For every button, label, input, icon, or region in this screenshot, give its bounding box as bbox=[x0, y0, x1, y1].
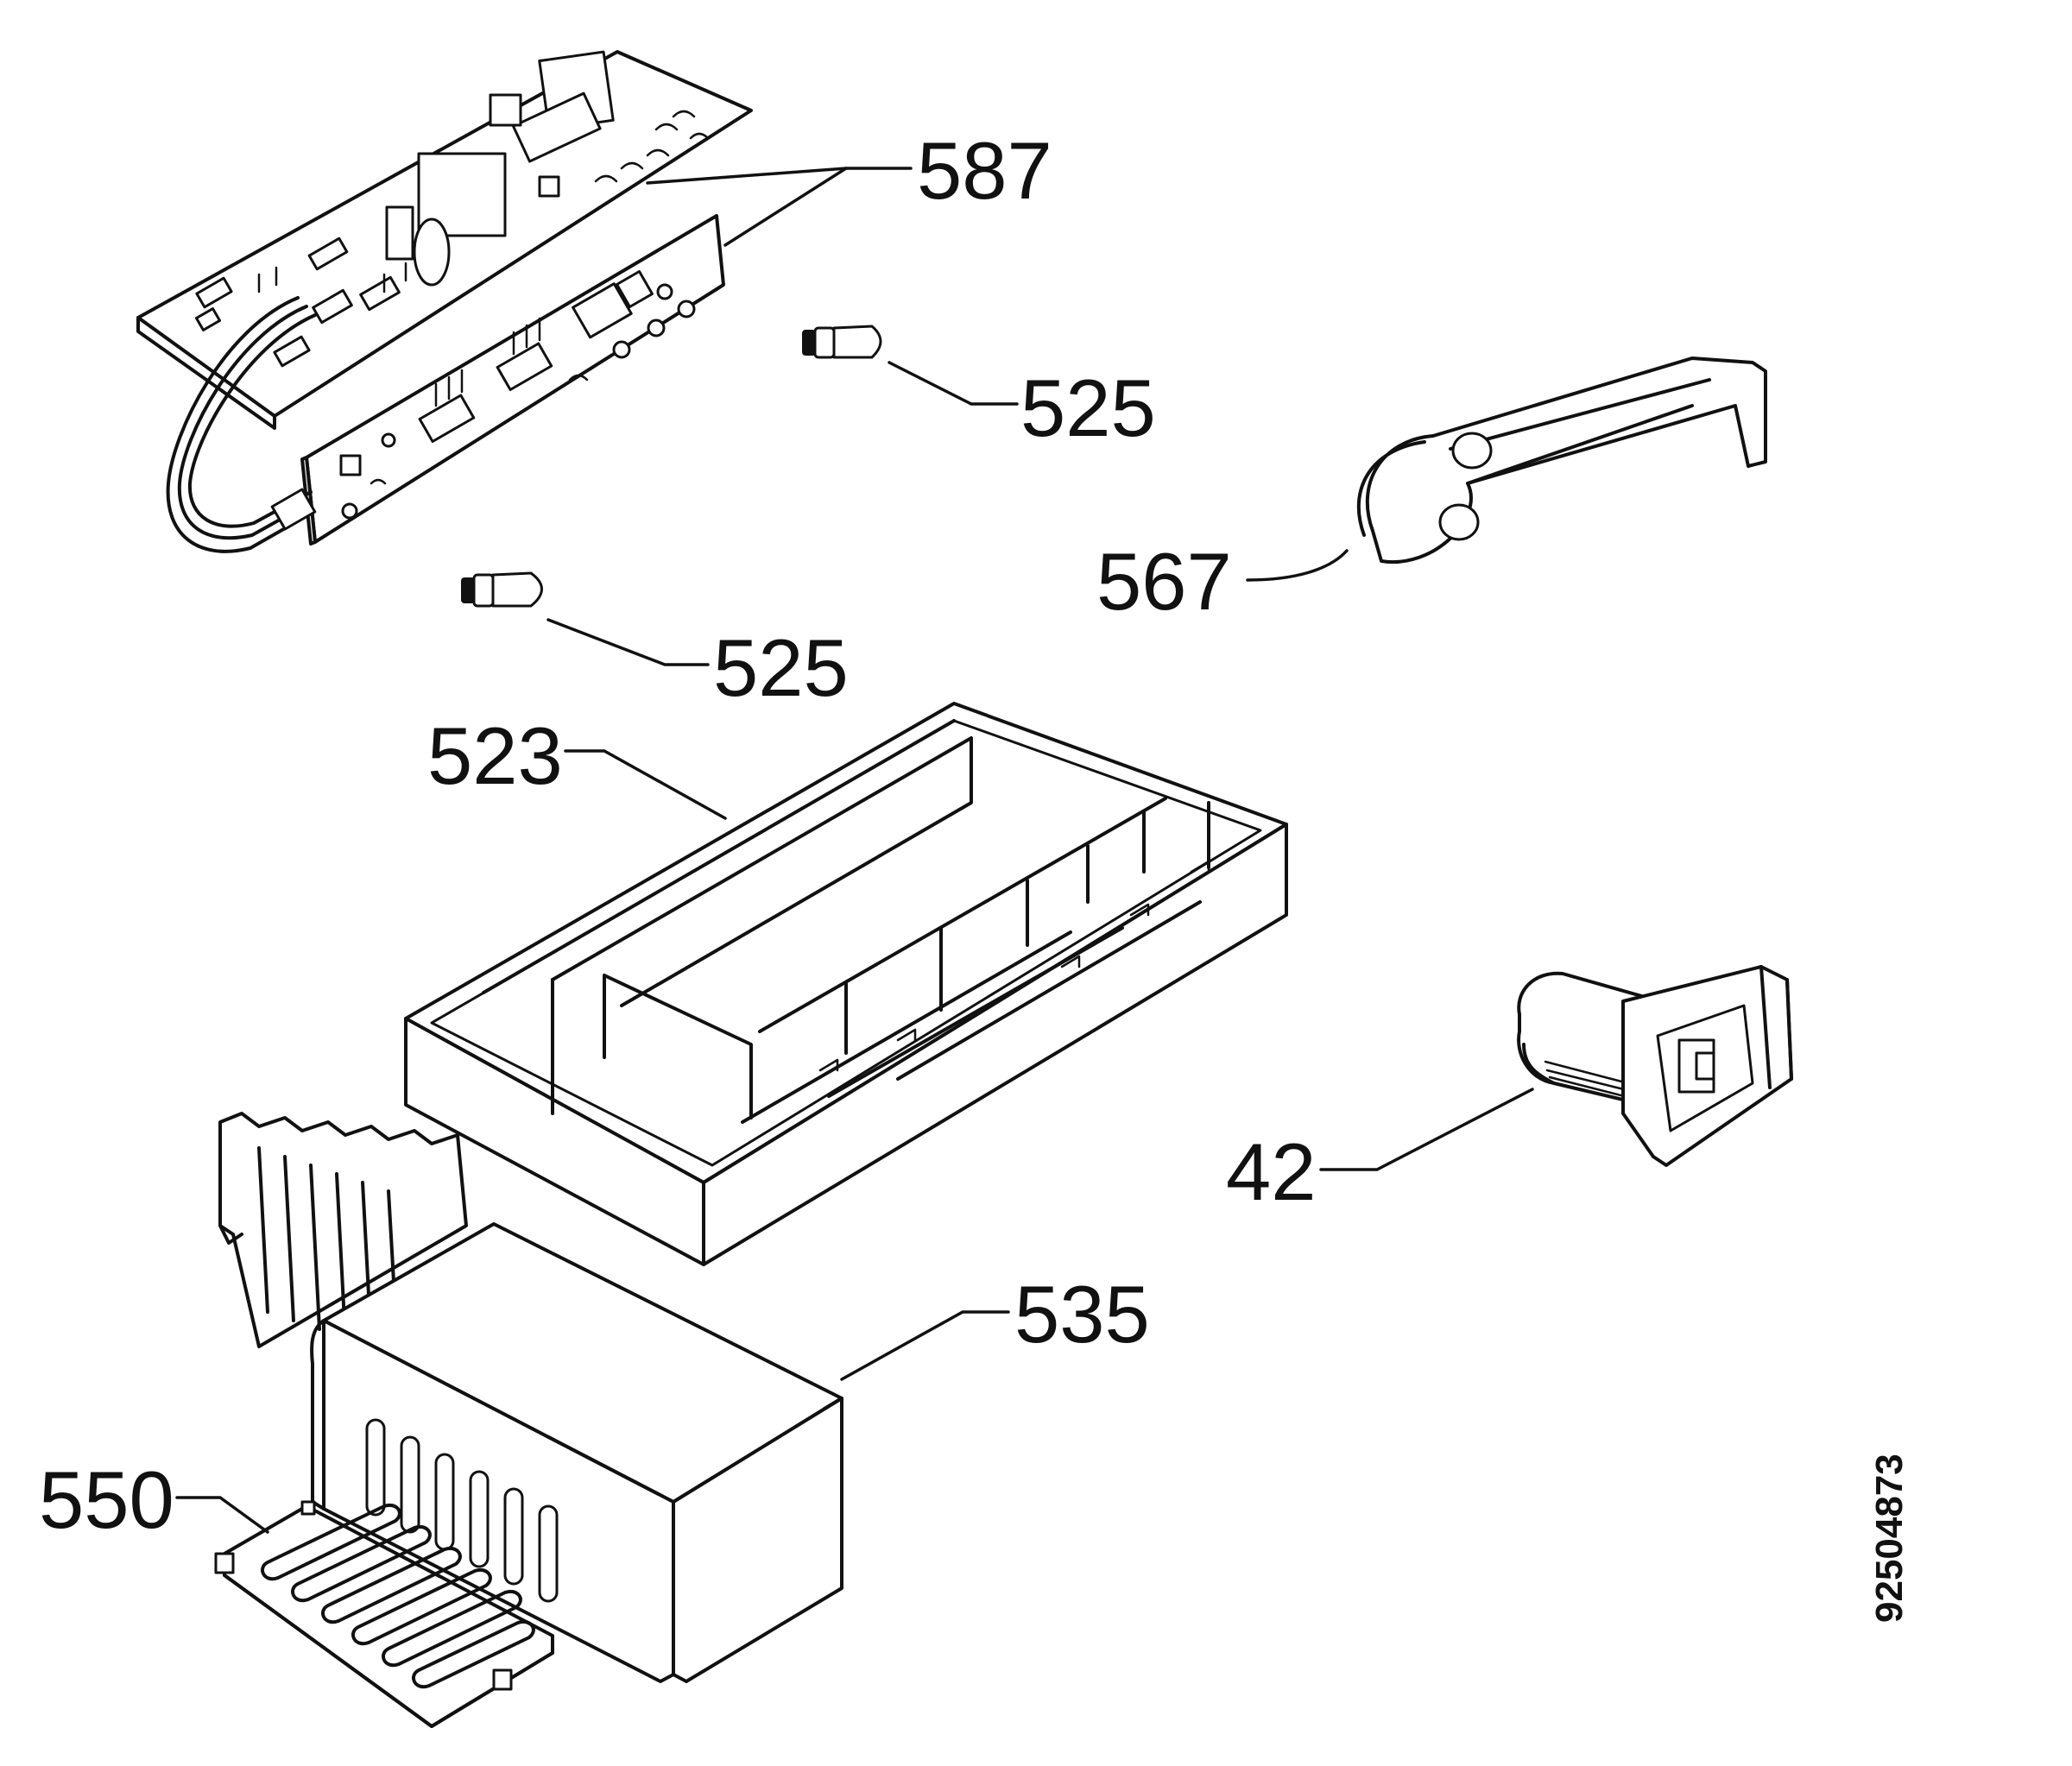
label-523: 523 bbox=[427, 710, 563, 801]
part-523-housing-tray bbox=[404, 702, 1288, 1266]
part-525-lamp-lower bbox=[461, 571, 710, 666]
part-587-control-boards bbox=[136, 50, 913, 553]
part-550-vent-grille bbox=[175, 1496, 554, 1728]
part-525-lamp-upper bbox=[802, 325, 1019, 406]
label-42: 42 bbox=[1226, 1126, 1317, 1217]
label-567: 567 bbox=[1096, 536, 1232, 627]
document-number: 92504873 bbox=[1868, 1454, 1911, 1623]
label-535: 535 bbox=[1014, 1269, 1150, 1359]
label-525-upper: 525 bbox=[1020, 363, 1156, 453]
part-567-handle bbox=[1246, 356, 1767, 582]
label-550: 550 bbox=[39, 1454, 174, 1545]
label-525-lower: 525 bbox=[713, 622, 849, 713]
part-42-connector bbox=[1319, 965, 1793, 1171]
label-587: 587 bbox=[917, 125, 1052, 216]
part-535-cover-block bbox=[218, 1112, 1010, 1683]
